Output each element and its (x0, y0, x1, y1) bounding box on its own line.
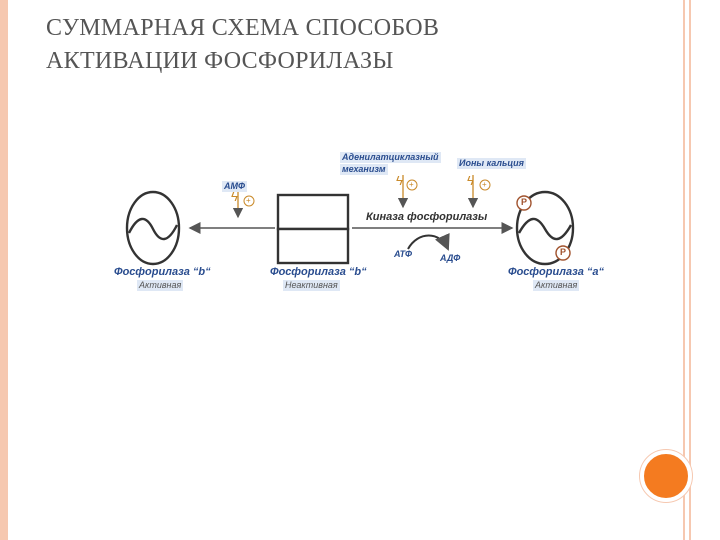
right-decorative-border-inner (689, 0, 691, 540)
phosphorylase-a-state: Активная (533, 280, 579, 291)
phosphate-label-bottom: P (560, 247, 566, 258)
kinase-label: Киназа фосфорилазы (366, 212, 487, 223)
calcium-lightning-icon: ϟ (467, 175, 474, 186)
adenylate-label-line2: механизм (340, 164, 388, 175)
atp-adp-curved-arrow (408, 236, 448, 250)
calcium-label: Ионы кальция (457, 158, 526, 169)
slide-title-line-1: СУММАРНАЯ СХЕМА СПОСОБОВ (46, 12, 646, 45)
phosphorylase-b-inactive-state: Неактивная (283, 280, 340, 291)
slide-title: СУММАРНАЯ СХЕМА СПОСОБОВ АКТИВАЦИИ ФОСФО… (46, 12, 646, 78)
phosphorylase-b-inactive-name: Фосфорилаза “b“ (270, 267, 367, 278)
left-decorative-border (0, 0, 8, 540)
phosphorylase-activation-diagram: + + + ϟ ϟ ϟ P P Аденилатциклазный механи… (100, 145, 620, 305)
phosphate-label-top: P (521, 197, 527, 208)
slide-title-line-2: АКТИВАЦИИ ФОСФОРИЛАЗЫ (46, 45, 646, 78)
adp-label: АДФ (440, 253, 460, 264)
calcium-plus-sign: + (482, 179, 487, 190)
amp-label: АМФ (222, 181, 247, 192)
phosphorylase-b-inactive-shape (278, 195, 348, 263)
adenylate-label-line1: Аденилатциклазный (340, 152, 441, 163)
atp-label: АТФ (394, 249, 412, 260)
phosphorylase-a-name: Фосфорилаза “a“ (508, 267, 604, 278)
adenylate-lightning-icon: ϟ (396, 175, 403, 186)
phosphorylase-b-active-name: Фосфорилаза “b“ (114, 267, 211, 278)
phosphorylase-b-active-shape (127, 192, 179, 264)
phosphorylase-b-active-state: Активная (137, 280, 183, 291)
adenylate-plus-sign: + (409, 179, 414, 190)
decorative-orange-circle (640, 450, 692, 502)
amp-plus-sign: + (246, 195, 251, 206)
amp-lightning-icon: ϟ (231, 191, 238, 202)
